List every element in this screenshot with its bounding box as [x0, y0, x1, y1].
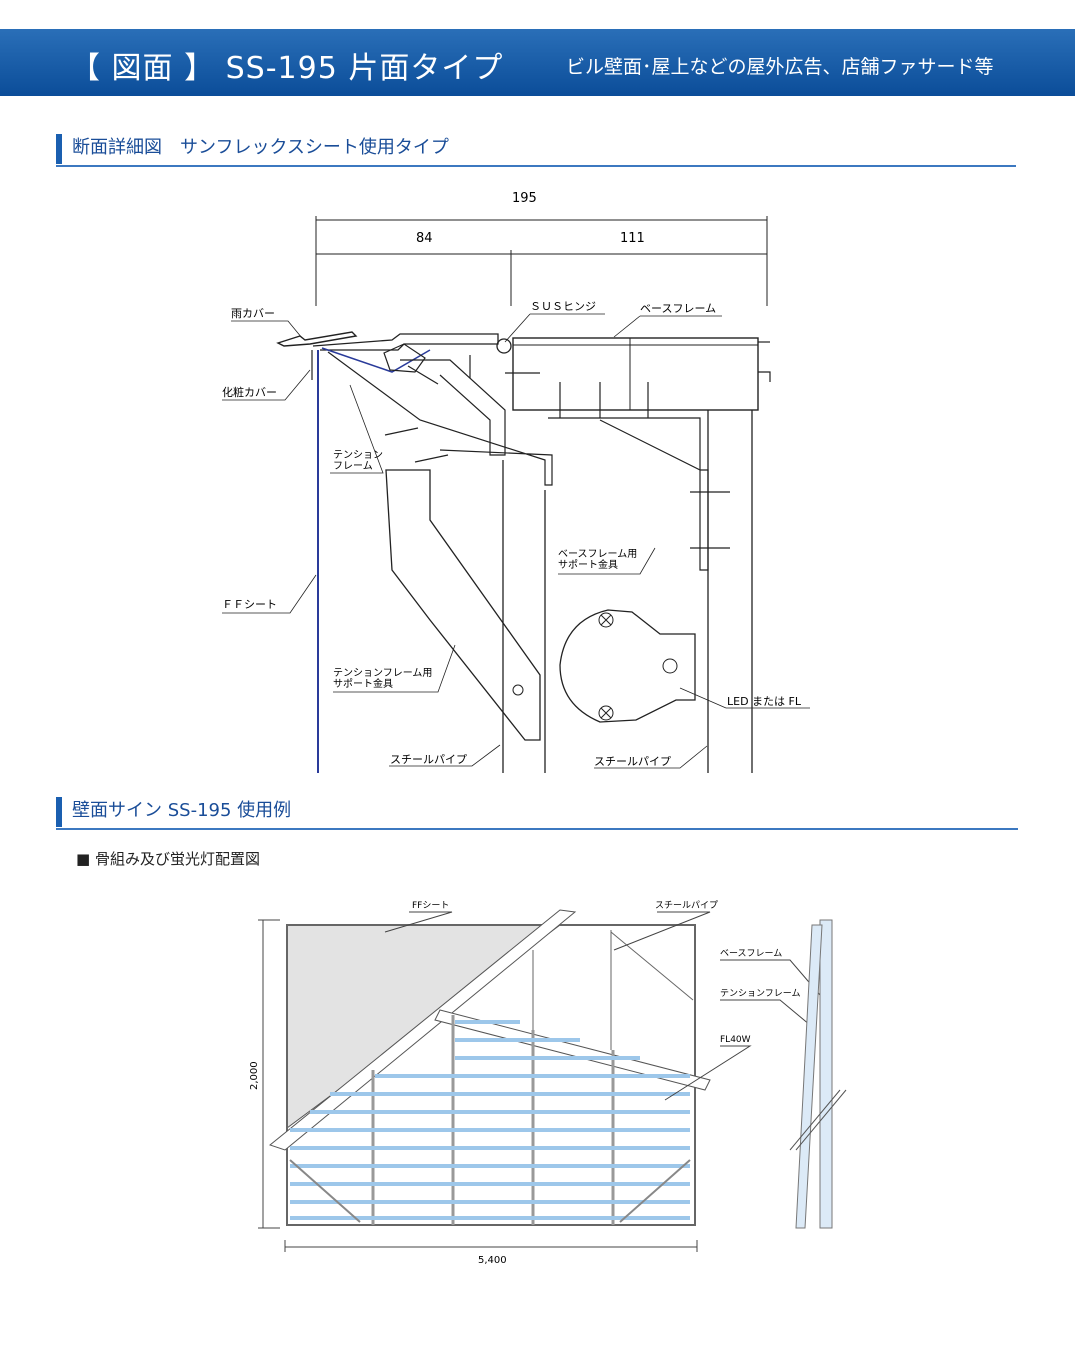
page-subtitle: ビル壁面･屋上などの屋外広告、店舗ファサード等 — [566, 56, 994, 78]
label-base-frame: ベースフレーム — [640, 302, 716, 315]
label-steel-pipe-2: スチールパイプ — [655, 900, 718, 911]
label-cosmetic-cover: 化粧カバー — [222, 385, 277, 399]
header-banner: 【 図面 】 SS-195 片面タイプ ビル壁面･屋上などの屋外広告、店舗ファサ… — [0, 29, 1075, 96]
sus-hinge-circle — [496, 338, 512, 354]
diagonal-band-left — [268, 909, 577, 1151]
label-base-support: ベースフレーム用サポート金具 — [558, 548, 637, 571]
label-fl40w: FL40W — [720, 1035, 751, 1045]
dim-left-label: 84 — [416, 231, 433, 246]
dim-right-label: 111 — [620, 231, 645, 246]
side-profile — [789, 919, 847, 1229]
label-width: 5,400 — [478, 1255, 507, 1266]
label-steel-pipe-right: スチールパイプ — [594, 755, 671, 768]
outer-frame — [286, 924, 696, 1226]
label-sus-hinge: ＳＵＳヒンジ — [530, 300, 596, 313]
label-base-frame-2: ベースフレーム — [720, 948, 782, 959]
section-divider — [56, 165, 1016, 167]
base-support-bracket — [548, 417, 709, 571]
section-title-cross-section: 断面詳細図 サンフレックスシート使用タイプ — [56, 134, 449, 164]
section-title-usage: 壁面サイン SS-195 使用例 — [56, 797, 291, 827]
label-tension-frame-2: テンションフレーム — [720, 988, 800, 999]
layout-note: ■ 骨組み及び蛍光灯配置図 — [76, 850, 260, 868]
dim-total-label: 195 — [512, 191, 537, 206]
label-tension-frame: テンションフレーム — [333, 450, 383, 472]
fluorescent-lamps — [290, 1020, 690, 1220]
label-rain-cover: 雨カバー — [231, 307, 275, 320]
lamp-socket — [662, 658, 678, 674]
section-divider — [56, 828, 1018, 830]
base-frame-rect — [512, 337, 759, 411]
plate-hole — [512, 684, 524, 696]
label-height: 2,000 — [249, 1061, 260, 1090]
label-ff-sheet: ＦＦシート — [222, 598, 277, 611]
usage-drawing: FFシート スチールパイプ ベースフレーム テンションフレーム FL40W 5,… — [249, 900, 847, 1266]
label-led-fl: LED または FL — [727, 695, 802, 708]
page-title: 【 図面 】 SS-195 片面タイプ — [70, 51, 504, 86]
label-tension-support: テンションフレーム用サポート金具 — [333, 667, 432, 690]
label-ff-sheet-2: FFシート — [412, 901, 449, 911]
cross-section-drawing: 195 84 111 雨カバー 化粧カバー テンションフレーム ＦＦシート テン… — [222, 191, 810, 773]
lamp-holder — [559, 609, 696, 723]
tension-support-plate — [385, 469, 541, 741]
tension-bracket — [383, 343, 426, 373]
label-steel-pipe-left: スチールパイプ — [390, 753, 467, 766]
